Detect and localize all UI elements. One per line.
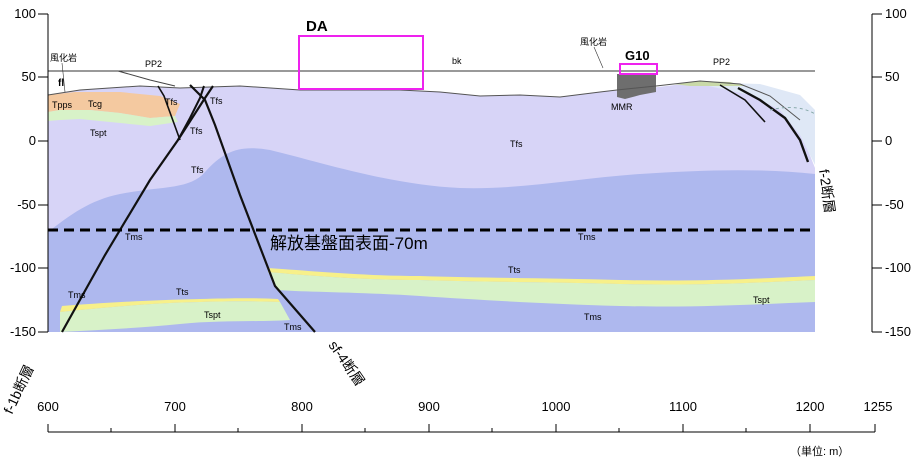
bottom-tick-1000: 1000: [542, 399, 571, 414]
layer-tts-right: [268, 268, 815, 285]
bottom-tick-800: 800: [291, 399, 313, 414]
structure-da-label: DA: [306, 18, 328, 35]
label-tfs-3: Tfs: [190, 126, 203, 136]
label-pp2-left: PP2: [145, 59, 162, 69]
bottom-tick-1100: 1100: [669, 399, 697, 414]
structure-g10-label: G10: [625, 48, 650, 63]
label-tfs-2: Tfs: [210, 96, 223, 106]
layer-tfs-right: [690, 82, 815, 165]
bottom-tick-1255: 1255: [864, 399, 893, 414]
left-axis-ticks: [38, 13, 48, 333]
label-bk: bk: [452, 56, 462, 66]
label-tpps: Tpps: [52, 100, 73, 110]
fault-sf4-label: sf-4断層: [326, 338, 369, 389]
fl-fill-outline: [117, 70, 176, 87]
bottom-tick-700: 700: [164, 399, 186, 414]
label-tms-bottom: Tms: [284, 322, 302, 332]
structure-da-box: [298, 35, 424, 90]
label-tms-center: Tms: [578, 232, 596, 242]
bottom-tick-600: 600: [37, 399, 59, 414]
layer-tspt-right: [268, 272, 815, 307]
label-tspt-right: Tspt: [753, 295, 770, 305]
fault-sf4-left: [157, 85, 181, 141]
fault-f1b-line: [61, 85, 214, 333]
bottom-axis-ticks: [47, 424, 876, 432]
mmr-block: [617, 74, 656, 99]
label-weathered-right: 風化岩: [580, 36, 607, 47]
right-tick-50: 50: [885, 69, 899, 84]
label-mmr: MMR: [611, 102, 633, 112]
right-tick-minus150: -150: [885, 324, 911, 339]
left-tick-50: 50: [22, 69, 36, 84]
ground-surface: [47, 80, 801, 121]
fault-f1b-branch: [177, 85, 205, 141]
right-tick-0: 0: [885, 133, 892, 148]
left-tick-minus100: -100: [10, 260, 36, 275]
fault-sf4-line: [189, 84, 316, 333]
right-tick-100: 100: [885, 6, 907, 21]
leader-weathered-right: [593, 46, 604, 69]
fault-f2-label: f-2断層: [816, 168, 838, 214]
label-tfs-1: Tfs: [165, 97, 178, 107]
label-tcg: Tcg: [88, 99, 102, 109]
label-tts-right: Tts: [508, 265, 521, 275]
left-tick-minus150: -150: [10, 324, 36, 339]
label-tms-lower-right: Tms: [584, 312, 602, 322]
fault-f2-branch: [719, 84, 766, 123]
left-tick-0: 0: [29, 133, 36, 148]
label-tfs-center: Tfs: [510, 139, 523, 149]
leader-weathered-left: [61, 62, 66, 93]
label-tms-left: Tms: [125, 232, 143, 242]
bottom-tick-900: 900: [418, 399, 440, 414]
right-tick-minus100: -100: [885, 260, 911, 275]
layer-tts-lower-left: [60, 298, 280, 312]
fault-f2-line: [737, 86, 810, 163]
right-axis-ticks: [872, 13, 882, 333]
label-tspt-lower-left: Tspt: [204, 310, 221, 320]
left-tick-100: 100: [14, 6, 36, 21]
label-tspt-upper: Tspt: [90, 128, 107, 138]
layer-tspt-upper: [48, 110, 178, 126]
reference-line-label: 解放基盤面表面-70m: [270, 234, 428, 253]
bottom-tick-1200: 1200: [796, 399, 825, 414]
left-tick-minus50: -50: [17, 197, 36, 212]
right-tick-minus50: -50: [885, 197, 904, 212]
unit-label: （単位: m）: [790, 444, 849, 458]
label-tfs-4: Tfs: [191, 165, 204, 175]
layer-tspt-lower-left: [60, 301, 290, 332]
label-weathered-left: 風化岩: [50, 52, 77, 63]
layer-tpps: [48, 92, 180, 118]
label-fl: fl: [58, 78, 64, 89]
fault-f1b-label: f-1b断層: [0, 362, 37, 416]
label-tts-left: Tts: [176, 287, 189, 297]
label-tms-lower-left: Tms: [68, 290, 86, 300]
structure-g10-box: [619, 63, 658, 75]
label-pp2-right: PP2: [713, 57, 730, 67]
fault-f2-dashed: [769, 106, 816, 115]
